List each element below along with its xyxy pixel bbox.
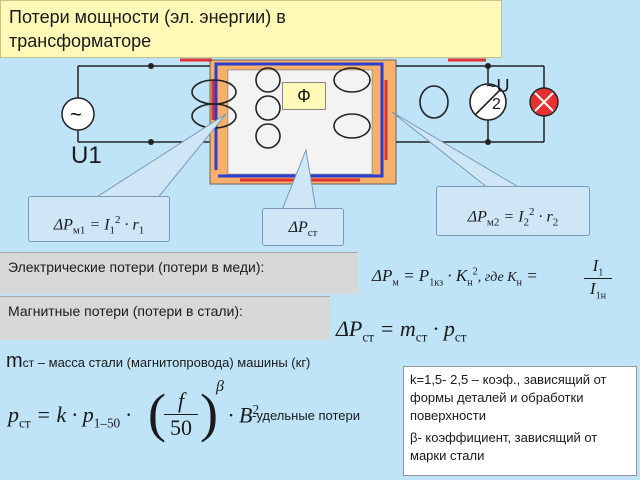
title-line-2: трансформаторе — [9, 31, 152, 51]
electric-losses-band: Электрические потери (потери в меди): — [0, 252, 358, 294]
kn-fraction: I1 I1н — [584, 256, 612, 302]
source-tilde-icon: ~ — [70, 104, 82, 126]
k-note: k=1,5- 2,5 – коэф., зависящий от формы д… — [410, 372, 607, 423]
page-title: Потери мощности (эл. энергии) в трансфор… — [0, 0, 502, 58]
copper-loss-1-bubble: ΔPм1 = I12 · r1 — [28, 196, 170, 242]
eddy-arrows — [180, 58, 486, 182]
source-ac-icon — [61, 97, 95, 131]
source-voltage-label: U1 — [71, 142, 102, 169]
secondary-winding — [333, 67, 449, 139]
mass-note: mст – масса стали (магнитопровода) машин… — [6, 350, 311, 372]
flux-path — [214, 62, 384, 178]
callout-pointer-copper2 — [391, 111, 522, 189]
specific-loss-label: -удельные потери — [252, 408, 361, 423]
coefficient-notes: k=1,5- 2,5 – коэф., зависящий от формы д… — [403, 366, 637, 476]
callout-pointer-copper1 — [90, 113, 227, 201]
copper-loss-formula: ΔPм = P1кз · Kн2, где Kн = — [372, 266, 538, 289]
transformer-diagram: ~ — [61, 58, 559, 211]
beta-note: β- коэффициент, зависящий от марки стали — [410, 430, 598, 463]
primary-winding — [191, 67, 281, 149]
electric-losses-label: Электрические потери (потери в меди): — [8, 259, 265, 275]
title-line-1: Потери мощности (эл. энергии) в — [9, 7, 286, 27]
magnetic-losses-label: Магнитные потери (потери в стали): — [8, 303, 243, 319]
copper-loss-2-bubble: ΔPм2 = I22 · r2 — [436, 186, 590, 236]
flux-label: Ф — [282, 82, 326, 110]
magnetic-losses-band: Магнитные потери (потери в стали): — [0, 296, 330, 340]
steel-loss-bubble: ΔPст — [262, 208, 344, 246]
steel-loss-formula: ΔPст = mст · pст — [336, 316, 467, 345]
primary-circuit — [77, 65, 210, 143]
